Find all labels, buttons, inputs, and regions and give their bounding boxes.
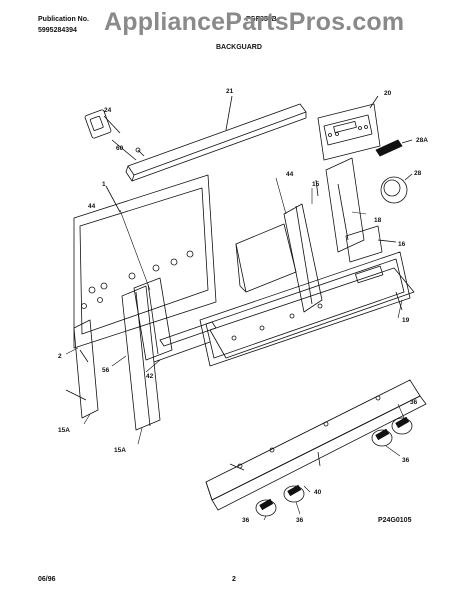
callout-15a-mid: 15A [114, 447, 126, 454]
publication-number: 5995284394 [38, 27, 77, 34]
callout-36-d: 36 [296, 517, 304, 524]
burner-knob-1 [391, 416, 413, 435]
left-end-bracket-part [133, 277, 173, 361]
burner-knob-3 [283, 484, 305, 503]
callout-15: 15 [312, 181, 320, 188]
callout-24: 24 [104, 107, 112, 114]
callout-40: 40 [314, 489, 322, 496]
watermark: AppliancePartsPros.com [104, 8, 405, 36]
callout-1: 1 [102, 181, 106, 188]
callout-60: 60 [116, 145, 124, 152]
callout-2: 2 [58, 353, 62, 360]
right-side-bracket-part [325, 157, 365, 253]
model-number: FGF354B [246, 16, 277, 23]
screw-part [135, 147, 145, 157]
clock-knob-part [380, 173, 413, 204]
rocker-switch-part [84, 109, 137, 161]
clip-part [79, 349, 89, 363]
callout-42: 42 [146, 373, 154, 380]
burner-knob-2 [371, 428, 393, 447]
callout-20: 20 [384, 90, 392, 97]
reference-code: P24G0105 [378, 517, 412, 524]
callout-44-left: 44 [88, 203, 96, 210]
lower-rail-part [153, 321, 217, 363]
burner-knob-4 [255, 498, 277, 517]
footer-date: 06/96 [38, 576, 56, 583]
callout-44-right: 44 [286, 171, 294, 178]
bracket-part [345, 225, 397, 263]
callout-28: 28 [414, 170, 422, 177]
manifold-panel-part [205, 379, 427, 511]
left-end-cap-part [121, 285, 161, 431]
callout-36-a: 36 [410, 399, 418, 406]
callout-21: 21 [226, 88, 234, 95]
control-panel-part [199, 251, 411, 367]
callout-16: 16 [398, 241, 406, 248]
overlay-glass-part [209, 267, 415, 359]
right-end-bracket-part [283, 179, 323, 313]
callout-18: 18 [374, 217, 382, 224]
section-title: BACKGUARD [216, 44, 262, 51]
publication-label: Publication No. [38, 16, 89, 23]
page-number: 2 [232, 576, 236, 583]
far-left-end-cap-part [65, 319, 99, 419]
callout-19: 19 [402, 317, 410, 324]
top-trim-part [125, 95, 307, 182]
control-board-part [317, 95, 381, 161]
rear-panel-part [73, 174, 217, 349]
callout-56: 56 [102, 367, 110, 374]
insulation-block-part [235, 223, 297, 293]
callout-15a-left: 15A [58, 427, 70, 434]
callout-36-b: 36 [402, 457, 410, 464]
callout-28a: 28A [416, 137, 428, 144]
clock-knob-stem-part [375, 139, 413, 157]
callout-36-c: 36 [242, 517, 250, 524]
